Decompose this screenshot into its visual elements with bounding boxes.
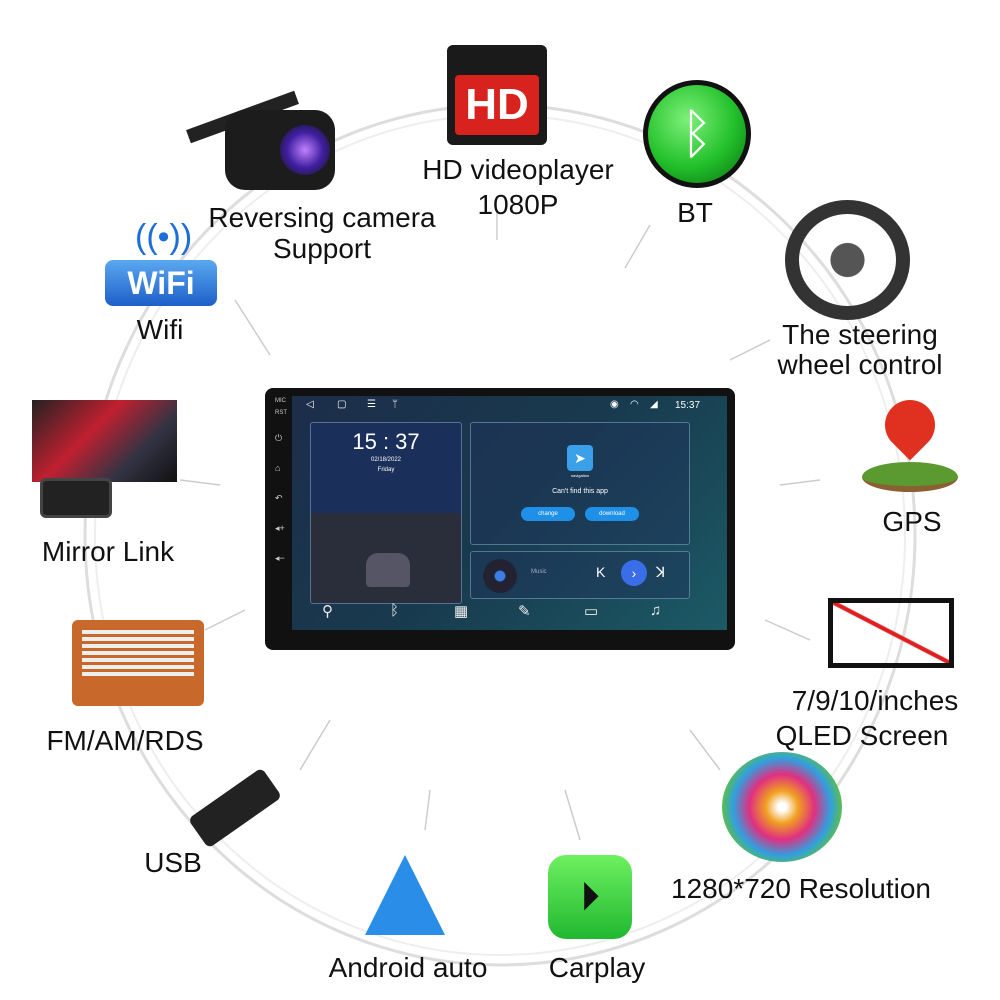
nav-home-icon[interactable]: ▢	[337, 399, 347, 410]
clock-date: 02/18/2022	[370, 457, 402, 463]
clock-day: Friday	[377, 467, 395, 473]
android-auto-label: Android auto	[328, 952, 488, 983]
car-image	[366, 553, 410, 587]
hd-badge: HD	[455, 75, 539, 135]
location-status-icon: ◉	[610, 399, 619, 410]
radio-icon	[72, 620, 204, 706]
volume-up-button[interactable]: ◂+	[275, 523, 285, 533]
clock-widget[interactable]: 15 : 37 02/18/2022 Friday	[310, 422, 462, 604]
bt-label: BT	[677, 197, 713, 228]
navigation-app-card[interactable]: ➤ navigation Can't find this app change …	[470, 422, 690, 545]
telegram-app-icon: ➤	[567, 445, 593, 471]
steering-wheel-icon	[785, 200, 910, 320]
wifi-label: Wifi	[136, 314, 184, 345]
hd-label-line1: HD videoplayer	[422, 154, 614, 185]
power-button[interactable]: ⏻	[275, 433, 283, 443]
reversing-camera-icon	[185, 80, 345, 190]
rst-label: RST	[275, 410, 287, 416]
mirror-link-label: Mirror Link	[41, 536, 175, 567]
next-track-button[interactable]: ꓘ	[656, 564, 666, 580]
dock-music-icon[interactable]: ♫	[650, 602, 662, 619]
nav-back-icon[interactable]: ◁	[306, 399, 314, 410]
phone-icon	[40, 478, 112, 518]
steering-label-line1: The steering	[782, 319, 938, 350]
hd-label-line2: 1080P	[477, 189, 559, 220]
app-name: navigation	[570, 473, 590, 478]
usb-status-icon: ᛘ	[392, 399, 398, 410]
camera-label-line2: Support	[272, 233, 372, 264]
hd-clapper-icon: HD	[447, 45, 547, 145]
change-button[interactable]: change	[521, 507, 575, 521]
mirror-link-image	[32, 400, 177, 482]
wifi-badge: WiFi	[105, 260, 217, 306]
screen-size-icon	[828, 598, 954, 668]
download-button[interactable]: download	[585, 507, 639, 521]
music-widget[interactable]: Music K › ꓘ	[470, 551, 690, 599]
app-message: Can't find this app	[552, 488, 608, 495]
carplay-label: Carplay	[548, 952, 646, 983]
bluetooth-icon: ᛒ	[643, 80, 751, 188]
signal-status-icon: ◢	[650, 399, 658, 410]
back-button[interactable]: ↶	[275, 493, 283, 503]
screen-label-line1: 7/9/10/inches	[791, 685, 959, 716]
resolution-label: 1280*720 Resolution	[671, 873, 931, 904]
wifi-signal-icon: ((•))	[135, 218, 193, 256]
status-bar: ◁ ▢ ☰ ᛘ ◉ ◠ ◢ 15:37	[292, 396, 727, 416]
gps-label: GPS	[882, 506, 942, 537]
screen-label-line2: QLED Screen	[775, 720, 949, 751]
home-button[interactable]: ⌂	[275, 463, 281, 473]
music-label: Music	[531, 569, 547, 575]
gps-map-base	[862, 462, 958, 492]
dock-bluetooth-icon[interactable]: ᛒ	[390, 602, 400, 619]
color-burst-image	[722, 752, 842, 862]
music-disc-icon	[483, 559, 517, 593]
volume-down-button[interactable]: ◂−	[275, 553, 285, 563]
usb-label: USB	[144, 847, 202, 878]
status-time: 15:37	[675, 400, 701, 411]
carplay-icon: ⏵	[548, 855, 632, 939]
wifi-status-icon: ◠	[630, 399, 639, 410]
previous-track-button[interactable]: K	[596, 564, 606, 580]
head-unit-device: MIC RST ⏻ ⌂ ↶ ◂+ ◂− ◁ ▢ ☰ ᛘ ◉ ◠ ◢ 15:37 …	[265, 388, 735, 650]
radio-label: FM/AM/RDS	[46, 725, 204, 756]
mic-label: MIC	[275, 398, 286, 404]
clock-time: 15 : 37	[352, 429, 420, 454]
camera-label-line1: Reversing camera	[208, 202, 436, 233]
play-button[interactable]: ›	[621, 560, 647, 586]
nav-menu-icon[interactable]: ☰	[367, 399, 376, 410]
dock-radio-icon[interactable]: ▭	[584, 603, 599, 620]
screen: ◁ ▢ ☰ ᛘ ◉ ◠ ◢ 15:37 15 : 37 02/18/2022 F…	[292, 396, 727, 630]
dock-theme-icon[interactable]: ✎	[518, 603, 531, 620]
dock-navigation-icon[interactable]: ⚲	[322, 603, 333, 620]
steering-label-line2: wheel control	[777, 349, 943, 380]
android-auto-icon	[365, 855, 445, 935]
dock-apps-icon[interactable]: ▦	[454, 603, 469, 620]
